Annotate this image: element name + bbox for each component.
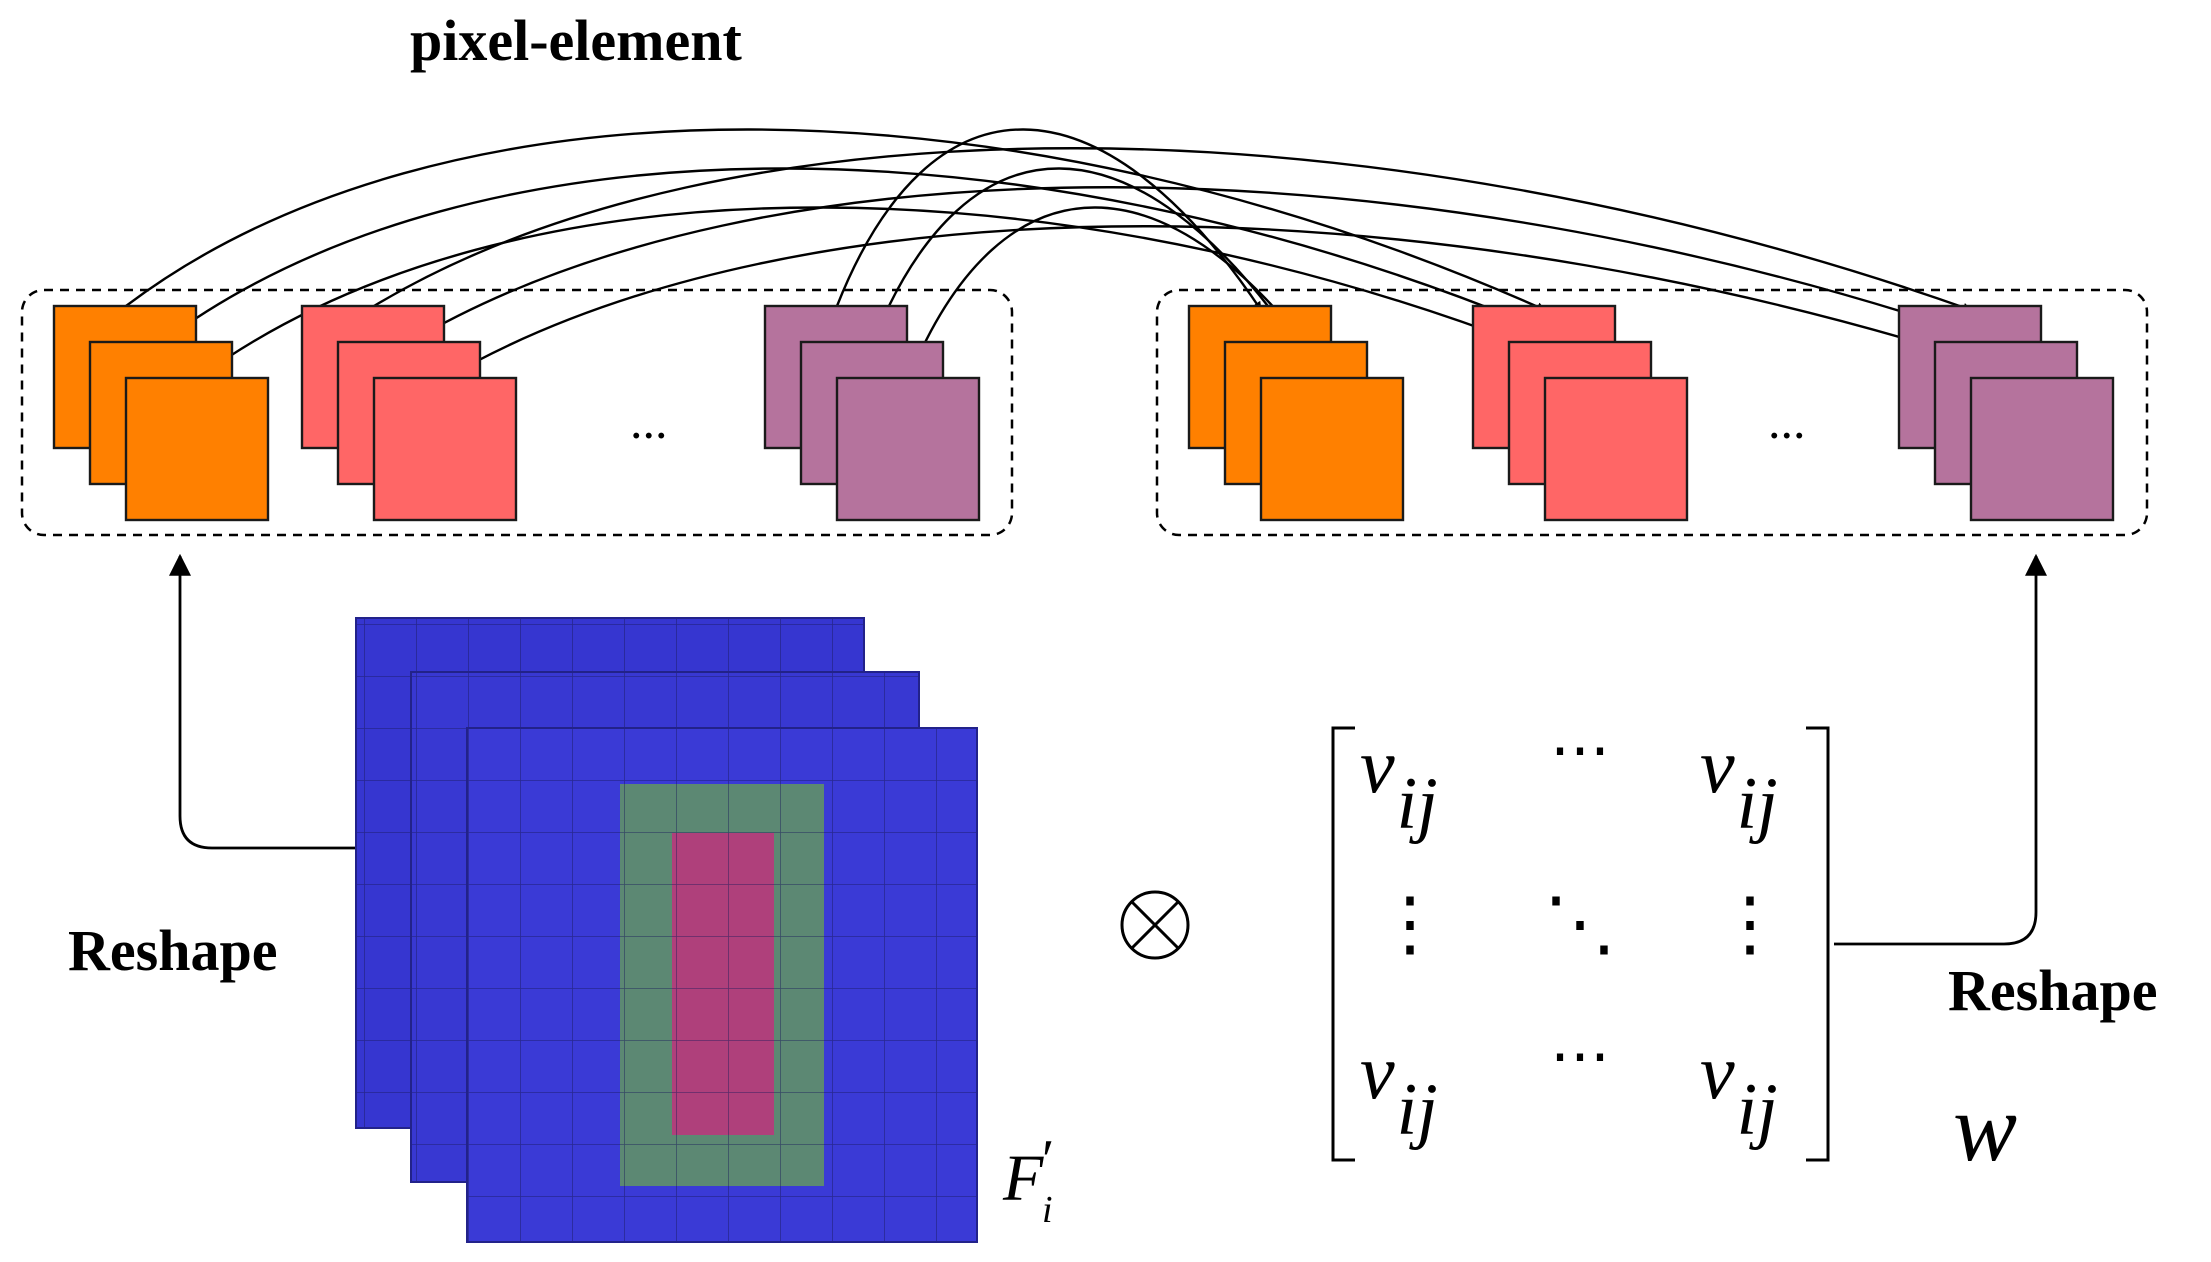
matrix-entry: vij [1700, 1028, 1778, 1151]
output-pixel-element-square [1259, 376, 1405, 522]
matrix-row-dots: ⋯ [1550, 1023, 1610, 1089]
input-stack-orange [52, 304, 270, 522]
input-group-ellipsis: ... [630, 393, 668, 449]
feature-map-label-base: F [1002, 1142, 1044, 1215]
feature-map-label-subscript: i [1042, 1189, 1053, 1231]
pixel-element-stacks [52, 304, 2115, 522]
input-stack-purple [763, 304, 981, 522]
tensor-product-symbol [1120, 890, 1190, 960]
matrix-entry: vij [1360, 722, 1438, 845]
matrix-entry: vij [1360, 1028, 1438, 1151]
right-reshape-arrow [1834, 553, 2047, 946]
feature-map-stack [355, 617, 978, 1243]
output-pixel-element-square [1969, 376, 2115, 522]
matrix-diag-dots: ⋱ [1544, 884, 1616, 964]
feature-map-label-prime: ′ [1042, 1129, 1054, 1191]
matrix-left-bracket [1331, 726, 1355, 1162]
output-group-ellipsis: ... [1768, 393, 1806, 449]
output-stack-purple [1897, 304, 2115, 522]
matrix-col-dots: ⋮ [1714, 884, 1786, 964]
matrix-col-dots: ⋮ [1374, 884, 1446, 964]
weight-label: w [1953, 1074, 2017, 1181]
matrix-row-dots: ⋯ [1550, 717, 1610, 783]
matrix-entry: vij [1700, 722, 1778, 845]
connection-arrow [871, 167, 1298, 347]
input-pixel-element-square [124, 376, 270, 522]
connection-arrow [445, 225, 2044, 384]
left-reshape-arrow [169, 553, 355, 850]
connection-arrow [373, 147, 1972, 312]
feature-map-label: F ′ i [1002, 1129, 1054, 1231]
output-group-container [1155, 288, 2149, 537]
output-stack-red [1471, 304, 1689, 522]
output-pixel-element-square [1543, 376, 1689, 522]
connection-arrow [125, 128, 1546, 312]
feature-map-layer-front [466, 727, 978, 1243]
output-stack-orange [1187, 304, 1405, 522]
right-reshape-label: Reshape [1948, 958, 2157, 1023]
pixel-element-connections [125, 128, 2044, 384]
left-reshape-label: Reshape [68, 918, 277, 983]
input-stack-red [300, 304, 518, 522]
input-pixel-element-square [372, 376, 518, 522]
connection-arrow [409, 186, 2008, 348]
weight-matrix: vij vij vij vij ⋯ ⋯ ⋮ ⋮ ⋱ [1331, 717, 1830, 1162]
input-pixel-element-square [835, 376, 981, 522]
connection-arrow [907, 206, 1334, 383]
matrix-cells: vij vij vij vij ⋯ ⋯ ⋮ ⋮ ⋱ [1360, 717, 1786, 1151]
connection-arrow [835, 128, 1262, 311]
diagram-title: pixel-element [410, 8, 742, 73]
matrix-right-bracket [1806, 726, 1830, 1162]
